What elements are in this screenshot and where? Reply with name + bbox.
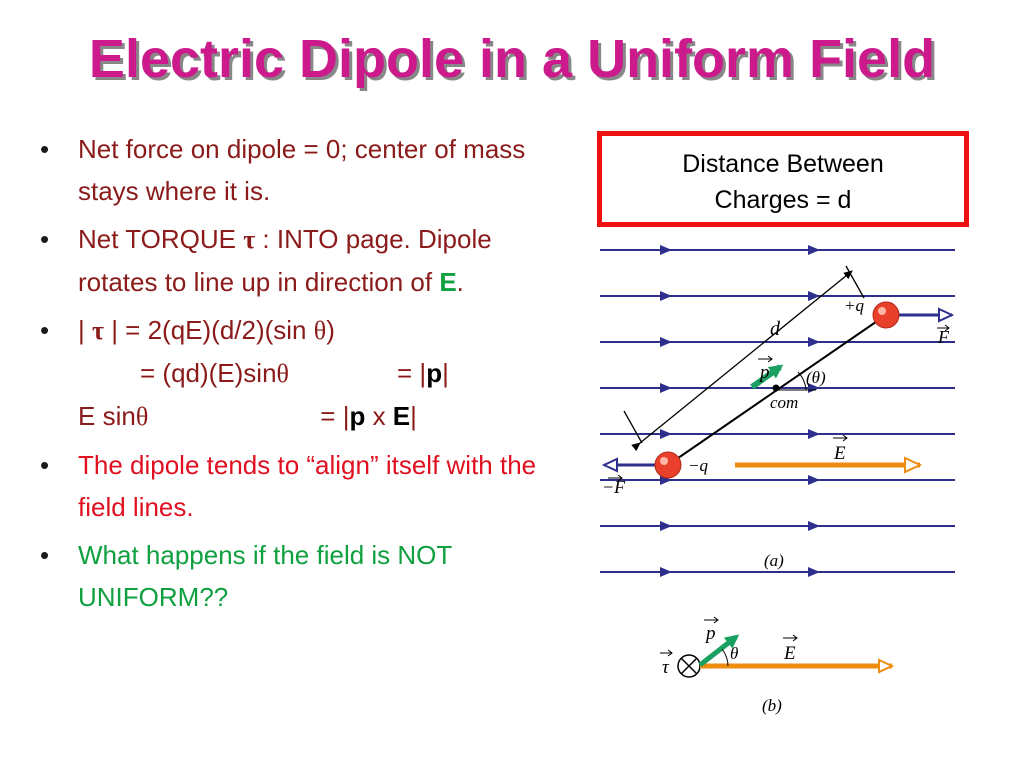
label-com: com: [770, 393, 798, 412]
bullet-align: • The dipole tends to “align” itself wit…: [40, 444, 540, 528]
caption-a: (a): [764, 551, 784, 570]
vector-arrow-mark: [833, 434, 848, 442]
bullet-dot: •: [40, 134, 50, 164]
vector-arrow-mark: [660, 649, 673, 657]
formula-part: |: [78, 315, 92, 345]
label-plus-q: +q: [844, 296, 864, 315]
vector-arrow-mark: [783, 634, 798, 642]
formula-part: ): [326, 315, 335, 345]
negative-charge: [654, 451, 682, 479]
charge-highlight: [660, 457, 668, 465]
bullet-list: • Net force on dipole = 0; center of mas…: [40, 128, 540, 624]
info-line-2: Charges = d: [714, 186, 852, 214]
theta-symbol: θ: [276, 359, 290, 388]
positive-charge: [872, 301, 900, 329]
distance-info-box: Distance Between Charges = d: [597, 131, 969, 227]
tau-symbol: τ: [91, 316, 104, 345]
theta-symbol: θ: [135, 402, 149, 431]
dipole-figure: d +q −q p (θ) com E F −F (a) τ p θ E (: [600, 245, 955, 715]
bullet-text: What happens if the field is NOT UNIFORM…: [78, 540, 452, 612]
bullet-text: Net TORQUE: [78, 224, 244, 254]
info-line-1: Distance Between: [682, 150, 884, 178]
label-p: p: [758, 362, 770, 383]
formula-part: E sin: [78, 401, 136, 431]
figure-b: τ p θ E (b): [660, 616, 892, 715]
label-theta-b: θ: [730, 644, 738, 663]
formula-part: |: [410, 401, 417, 431]
formula-part: x: [365, 401, 393, 431]
label-p-b: p: [704, 623, 716, 644]
label-d: d: [770, 318, 781, 340]
formula-part: |: [442, 358, 449, 388]
bullet-net-force: • Net force on dipole = 0; center of mas…: [40, 128, 540, 212]
bullet-torque-formula: • | τ | = 2(qE)(d/2)(sin θ) = (qd)(E)sin…: [40, 309, 540, 438]
bullet-dot: •: [40, 450, 50, 480]
bullet-dot: •: [40, 224, 50, 254]
label-minus-q: −q: [688, 456, 708, 475]
dipole-moment-arrow: [750, 364, 784, 390]
label-theta: (θ): [806, 368, 826, 387]
formula-part: = |: [320, 401, 350, 431]
distance-dimension: [623, 265, 865, 452]
bullet-text: The dipole tends to “align” itself with …: [78, 450, 537, 522]
p-vector-symbol: p: [426, 358, 443, 388]
vector-arrow-mark: [758, 355, 773, 363]
center-of-mass-dot: [772, 384, 780, 392]
formula-part: | = 2(qE)(d/2)(sin: [103, 315, 314, 345]
bullet-text: .: [456, 267, 464, 297]
angle-arc-b: [721, 648, 729, 667]
theta-symbol: θ: [313, 316, 327, 345]
p-vector-symbol: p: [349, 401, 366, 431]
tau-symbol: τ: [243, 225, 256, 254]
bullet-net-torque: • Net TORQUE τ : INTO page. Dipole rotat…: [40, 218, 540, 303]
label-tau-b: τ: [662, 657, 670, 678]
label-E: E: [833, 443, 846, 464]
charge-highlight: [878, 307, 886, 315]
vector-arrow-mark: [704, 616, 719, 624]
angle-arc: [797, 371, 807, 391]
bullet-dot: •: [40, 315, 50, 345]
formula-part: = (qd)(E)sin: [140, 358, 277, 388]
vector-arrow-mark: [608, 474, 623, 482]
bullet-dot: •: [40, 540, 50, 570]
E-vector-symbol: E: [392, 401, 411, 431]
vector-arrow-mark: [937, 324, 950, 332]
bullet-text: Net force on dipole = 0; center of mass …: [78, 134, 526, 206]
E-vector-symbol: E: [439, 267, 457, 297]
label-F: F: [937, 327, 950, 347]
dipole-moment-arrow-b: [698, 634, 740, 667]
bullet-not-uniform: • What happens if the field is NOT UNIFO…: [40, 534, 540, 618]
label-neg-F: −F: [602, 477, 626, 497]
caption-b: (b): [762, 696, 782, 715]
formula-part: = |: [397, 358, 427, 388]
bullet-text: : INTO page. Dipole rotates to line up i…: [78, 224, 492, 297]
slide-title: Electric Dipole in a Uniform Field: [88, 29, 936, 89]
label-E-b: E: [783, 643, 796, 664]
